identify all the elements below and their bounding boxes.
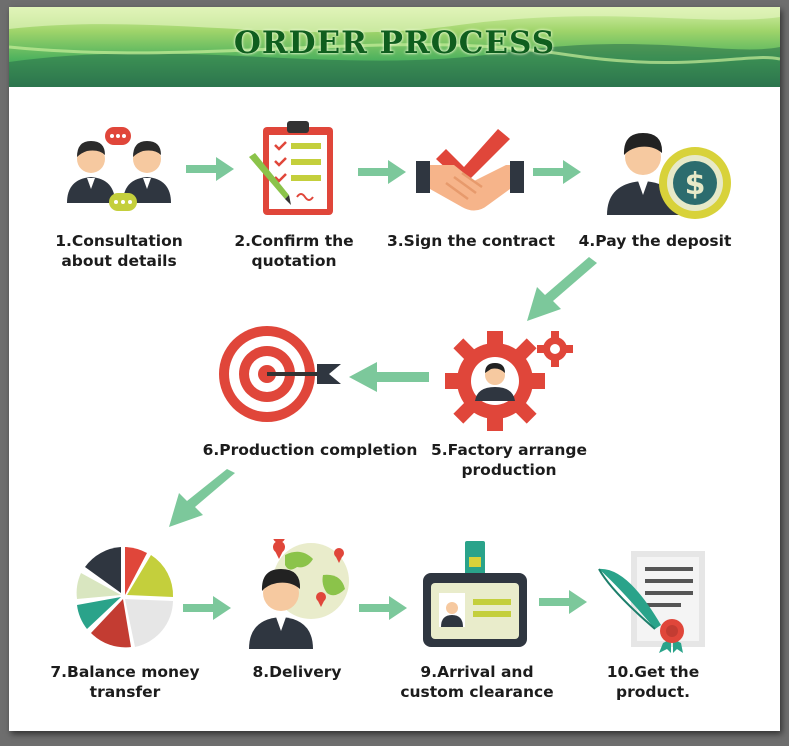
handshake-icon bbox=[416, 129, 524, 211]
arrow-diagonal-4-5 bbox=[527, 257, 597, 321]
pie-chart-icon bbox=[76, 547, 174, 648]
arrow-right-9 bbox=[539, 590, 587, 614]
arrow-right-7 bbox=[183, 596, 231, 620]
step-2-line2: quotation bbox=[251, 252, 337, 270]
step-1-line1: 1.Consultation bbox=[55, 232, 183, 250]
step-2-line1: 2.Confirm the bbox=[234, 232, 354, 250]
step-7-line2: transfer bbox=[89, 683, 161, 701]
id-badge-icon bbox=[423, 541, 527, 647]
target-icon bbox=[219, 326, 341, 422]
consultation-people-icon bbox=[67, 127, 171, 211]
step-6-line1: 6.Production completion bbox=[202, 441, 418, 459]
arrow-right-3 bbox=[533, 160, 581, 184]
step-7-label: 7.Balance money transfer bbox=[37, 662, 213, 702]
step-8-line1: 8.Delivery bbox=[252, 663, 342, 681]
step-5-line2: production bbox=[461, 461, 557, 479]
step-10-line2: product. bbox=[615, 683, 690, 701]
step-9-label: 9.Arrival and custom clearance bbox=[397, 662, 557, 702]
page-title: ORDER PROCESS bbox=[233, 25, 556, 61]
step-5-line1: 5.Factory arrange bbox=[430, 441, 588, 459]
svg-text:$: $ bbox=[685, 167, 706, 202]
order-process-card: ORDER PROCESS 1.Consultation about detai… bbox=[9, 7, 780, 731]
certificate-quill-icon bbox=[598, 551, 705, 653]
gear-worker-icon bbox=[445, 331, 573, 431]
arrow-diagonal-6-7 bbox=[169, 469, 235, 527]
step-9-line2: custom clearance bbox=[400, 683, 554, 701]
step-1-line2: about details bbox=[61, 252, 177, 270]
step-2-label: 2.Confirm the quotation bbox=[223, 231, 365, 271]
arrow-right-2 bbox=[358, 160, 406, 184]
arrow-right-1 bbox=[186, 157, 234, 181]
step-3-line1: 3.Sign the contract bbox=[387, 232, 556, 250]
title-banner: ORDER PROCESS bbox=[9, 7, 780, 87]
delivery-globe-icon bbox=[249, 539, 349, 649]
step-10-line1: 10.Get the bbox=[606, 663, 700, 681]
arrow-right-8 bbox=[359, 596, 407, 620]
clipboard-checklist-icon bbox=[249, 121, 333, 215]
arrow-left-5-6 bbox=[349, 362, 429, 392]
dollar-coin-icon: $ bbox=[607, 133, 731, 219]
step-6-label: 6.Production completion bbox=[201, 440, 419, 460]
step-8-label: 8.Delivery bbox=[237, 662, 357, 682]
step-5-label: 5.Factory arrange production bbox=[425, 440, 593, 480]
step-3-label: 3.Sign the contract bbox=[387, 231, 556, 251]
step-1-label: 1.Consultation about details bbox=[52, 231, 186, 271]
banner-waves bbox=[9, 7, 780, 87]
step-4-line1: 4.Pay the deposit bbox=[578, 232, 732, 250]
step-4-label: 4.Pay the deposit bbox=[573, 231, 737, 251]
step-9-line1: 9.Arrival and bbox=[420, 663, 534, 681]
step-7-line1: 7.Balance money bbox=[50, 663, 200, 681]
step-10-label: 10.Get the product. bbox=[593, 662, 713, 702]
